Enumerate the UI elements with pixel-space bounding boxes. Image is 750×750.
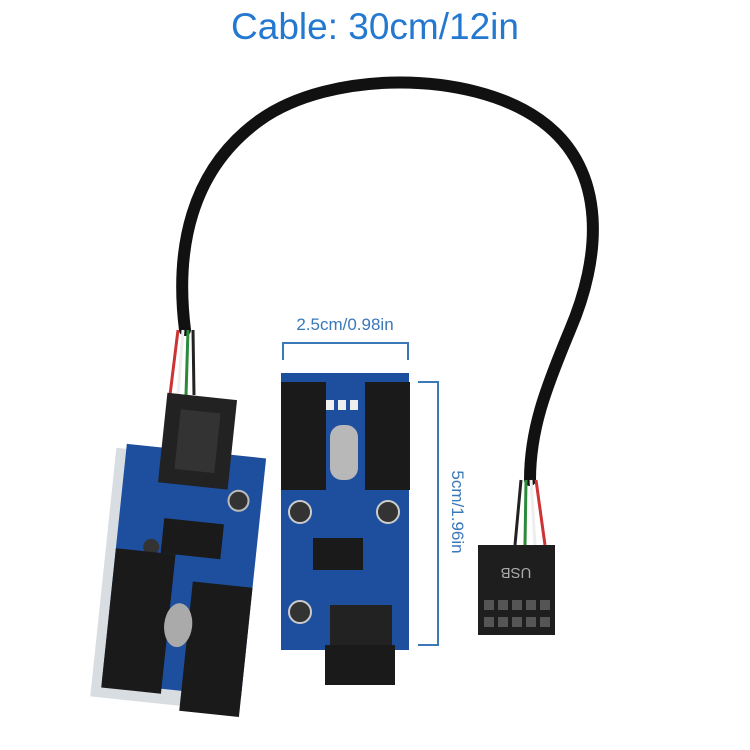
width-label: 2.5cm/0.98in — [296, 315, 393, 334]
usb-label: USB — [501, 564, 532, 581]
cable-length-title: Cable: 30cm/12in — [231, 6, 519, 47]
wires-left — [168, 329, 196, 396]
left-board — [90, 392, 267, 718]
wires-right — [513, 479, 547, 546]
height-label: 5cm/1.96in — [448, 470, 467, 553]
center-board — [281, 373, 410, 685]
width-dimension: 2.5cm/0.98in — [282, 315, 409, 360]
cable — [176, 76, 599, 486]
usb-connector: USB — [478, 545, 555, 635]
height-dimension: 5cm/1.96in — [418, 381, 467, 646]
